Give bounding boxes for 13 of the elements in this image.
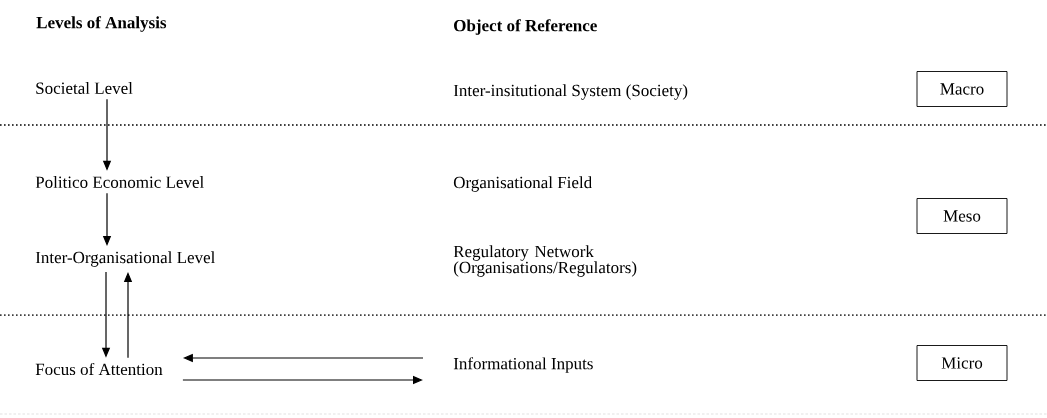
level-text: Politico Economic Level xyxy=(35,176,204,188)
reference-text: Organisational Field xyxy=(453,176,592,192)
level-text: Societal Level xyxy=(36,82,133,94)
level-text: Focus of Attention xyxy=(35,362,163,376)
level-text: Inter-Organisational Level xyxy=(35,251,215,267)
reference-text: Inter-insitutional System (Society) xyxy=(453,84,688,100)
column-heading: Object of Reference xyxy=(454,19,597,35)
level-box: Micro xyxy=(916,345,1008,381)
level-text: Informational Inputs xyxy=(453,357,593,373)
level-box: Macro xyxy=(916,71,1008,107)
reference-text: Regulatory Network (Organisations/Regulators) xyxy=(453,245,637,277)
column-heading: Levels of Analysis xyxy=(36,16,167,32)
level-box: Meso xyxy=(916,198,1008,234)
